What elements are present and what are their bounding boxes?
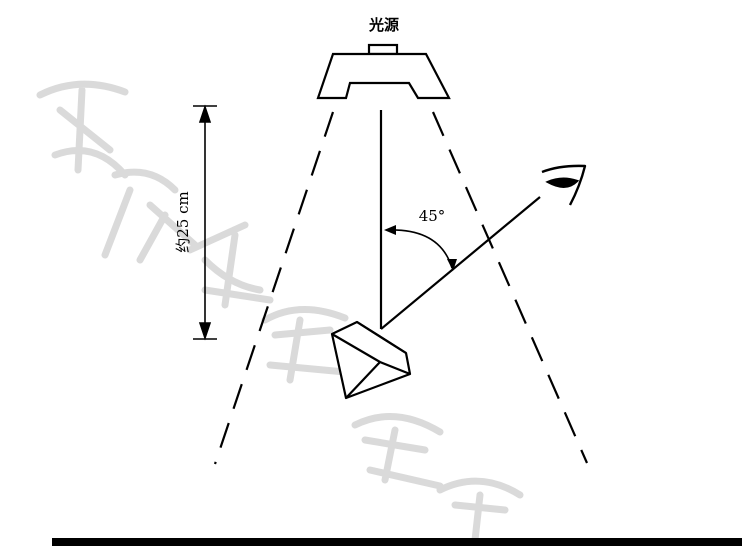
gemstone-facet-2 (345, 361, 381, 399)
angle-arrow-top (384, 225, 396, 235)
dimension-arrow-top (198, 104, 212, 123)
distance-dimension (193, 104, 217, 341)
watermark (36, 80, 524, 544)
base-line (52, 538, 742, 546)
gemstone-facet-3 (356, 321, 407, 354)
light-source-label: 光源 (368, 16, 399, 34)
gemstone-sample (330, 320, 412, 400)
angle-arc (386, 229, 453, 269)
angle-arrow-bottom (447, 259, 457, 271)
gemstone-outline (330, 320, 412, 400)
angle-label: 45° (419, 207, 446, 225)
viewing-line (380, 196, 541, 330)
lamp-housing (316, 52, 451, 100)
beam-right-edge (431, 111, 589, 464)
lamp-cap (367, 43, 399, 56)
distance-label: 约25 cm (174, 191, 192, 252)
light-source-lamp (316, 43, 451, 100)
beam-left-edge (213, 111, 335, 465)
light-beam (213, 111, 589, 465)
dimension-arrow-bottom (198, 322, 212, 341)
eye-icon (541, 164, 587, 206)
